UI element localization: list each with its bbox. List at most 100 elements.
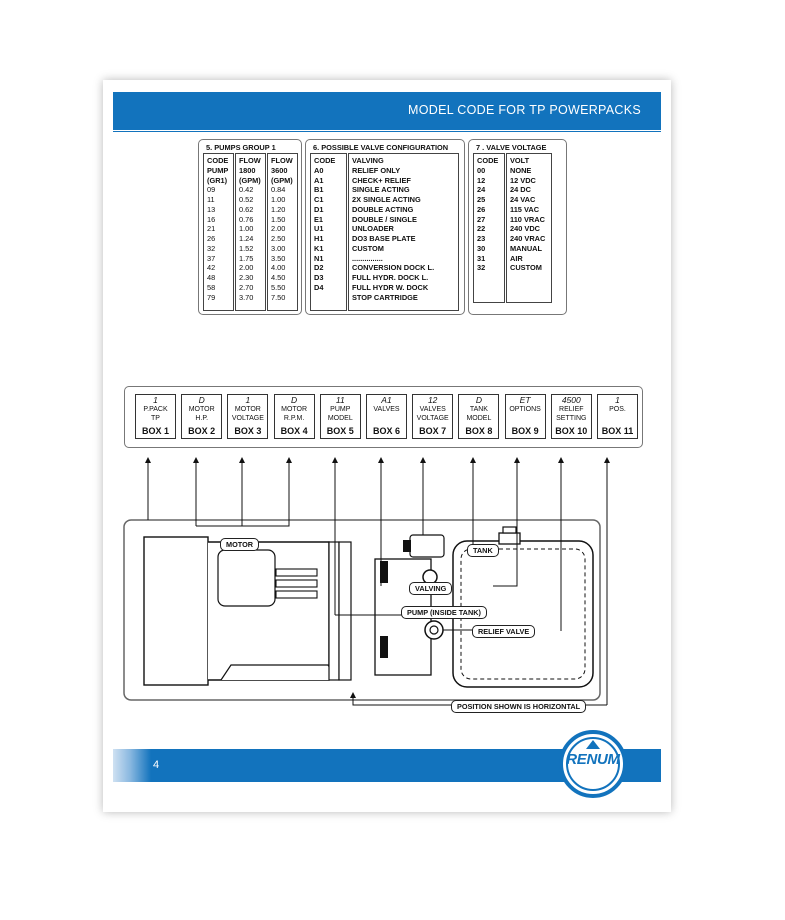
table-cell: CONVERSION DOCK L. (352, 263, 435, 273)
table-cell: 79 (207, 292, 216, 302)
header-rule (113, 131, 661, 132)
table-cell: U1 (314, 224, 324, 234)
table-cell: AIR (510, 253, 523, 263)
table-cell: E1 (314, 214, 324, 224)
table-cell: MANUAL (510, 243, 543, 253)
table-cell: 1.24 (239, 234, 254, 243)
table-cell: D1 (314, 204, 324, 214)
table-cell: 1.75 (239, 253, 254, 263)
table-cell: 2.70 (239, 282, 254, 292)
table-cell: 1800 (239, 165, 256, 175)
box-label: BOX 11 (601, 426, 634, 436)
table-cell: DOUBLE ACTING (352, 204, 414, 214)
table-cell: N1 (314, 253, 324, 263)
box-label: BOX 5 (326, 426, 354, 436)
table-cell: H1 (314, 234, 324, 243)
box-label: BOX 2 (188, 426, 216, 436)
box-description-line: R.P.M. (283, 415, 305, 422)
table-cell: 1.50 (271, 214, 286, 224)
box-label: BOX 8 (465, 426, 493, 436)
box-label: BOX 4 (280, 426, 308, 436)
relief-valve-callout: RELIEF VALVE (472, 625, 536, 638)
table-cell: 23 (477, 234, 486, 243)
box-description-line: MOTOR (281, 406, 308, 413)
table-cell: 13 (207, 204, 216, 214)
table-cell: FULL HYDR. DOCK L. (352, 273, 429, 282)
logo-text: RENUM (566, 751, 620, 768)
table-cell: 110 VRAC (510, 214, 545, 224)
table-cell: 2.00 (239, 263, 254, 273)
table-cell: FLOW (239, 156, 261, 165)
powerpack-diagram (123, 457, 610, 706)
box-value: 11 (335, 395, 345, 405)
table-cell: 2.30 (239, 273, 254, 282)
table-cell: 240 VDC (510, 224, 540, 234)
table-cell: VALVING (352, 156, 384, 165)
valve-configuration-title: 6. POSSIBLE VALVE CONFIGURATION (313, 143, 449, 152)
box-description-line: MOTOR (188, 406, 215, 413)
table-cell: FLOW (271, 156, 293, 165)
table-cell: 3.00 (271, 243, 286, 253)
box-label: BOX 3 (234, 426, 262, 436)
table-cell: DOUBLE / SINGLE (352, 214, 417, 224)
box-description-line: MODEL (466, 415, 492, 422)
box-description-line: PUMP (330, 406, 351, 413)
box-description: VALVES (367, 405, 406, 424)
box-description-line: MOTOR (234, 406, 261, 413)
box-description-line: VOLTAGE (416, 415, 449, 422)
table-cell: CODE (207, 156, 229, 165)
header-band: MODEL CODE FOR TP POWERPACKS (113, 92, 661, 130)
table-cell: 32 (207, 243, 216, 253)
box-description-line: VALVES (373, 406, 400, 413)
table-cell: VOLT (510, 156, 530, 165)
table-cell: 2X SINGLE ACTING (352, 195, 421, 204)
box-label: BOX 9 (511, 426, 539, 436)
table-cell: 3600 (271, 165, 288, 175)
box-description-line: OPTIONS (509, 406, 541, 413)
table-cell: (GR1) (207, 175, 228, 185)
table-cell: K1 (314, 243, 324, 253)
table-cell: 11 (207, 195, 215, 204)
table-cell: DO3 BASE PLATE (352, 234, 416, 243)
motor-callout: MOTOR (220, 538, 260, 551)
table-cell: C1 (314, 195, 324, 204)
box-label: BOX 7 (419, 426, 447, 436)
table-cell: 7.50 (271, 292, 286, 302)
table-cell: 0.76 (239, 214, 254, 224)
table-cell: CUSTOM (510, 263, 542, 273)
table-cell: 1.52 (239, 243, 254, 253)
table-cell: CHECK+ RELIEF (352, 175, 411, 185)
table-cell: 32 (477, 263, 486, 273)
table-cell: 24 VAC (510, 195, 536, 204)
table-cell: 37 (207, 253, 216, 263)
table-cell: D3 (314, 273, 324, 282)
table-cell: FULL HYDR W. DOCK (352, 282, 429, 292)
table-cell: RELIEF ONLY (352, 165, 401, 175)
table-cell: SINGLE ACTING (352, 185, 410, 195)
table-cell: 2.50 (271, 234, 286, 243)
table-cell: 26 (477, 204, 486, 214)
position-callout: POSITION SHOWN IS HORIZONTAL (451, 700, 587, 713)
box-description: VALVES VOLTAGE (413, 405, 452, 424)
box-value: 1 (153, 395, 158, 405)
box-description-line: VALVES (419, 406, 446, 413)
pumps-group-title: 5. PUMPS GROUP 1 (206, 143, 276, 152)
page-title: MODEL CODE FOR TP POWERPACKS (408, 103, 641, 117)
box-value: A1 (381, 395, 392, 405)
table-cell: PUMP (207, 165, 229, 175)
box-label: BOX 10 (555, 426, 588, 436)
table-cell: (GPM) (271, 175, 293, 185)
table-cell: 26 (207, 234, 216, 243)
